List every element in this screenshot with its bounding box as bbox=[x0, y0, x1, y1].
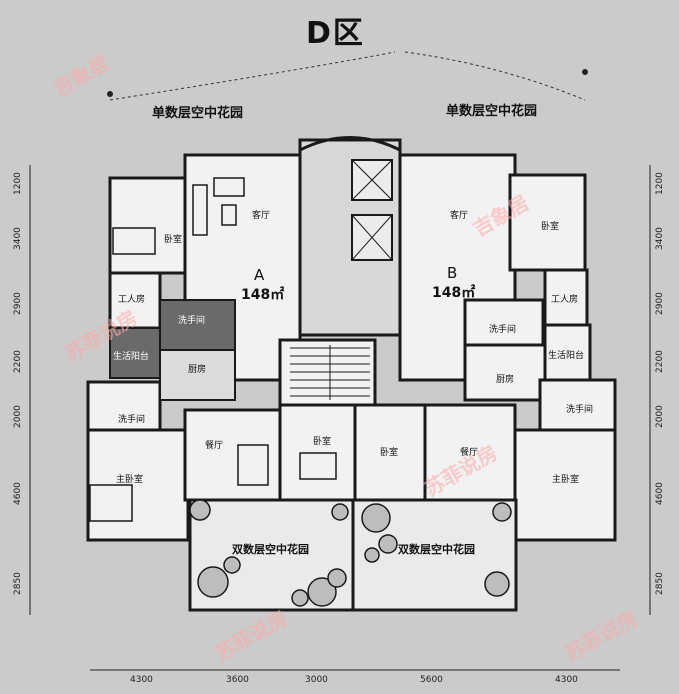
dim-bottom: 3600 bbox=[226, 675, 249, 685]
room-label: 厨房 bbox=[188, 365, 207, 375]
dim-left: 3400 bbox=[13, 227, 23, 250]
b-servant-room bbox=[543, 268, 589, 327]
room-label: 客厅 bbox=[450, 211, 469, 221]
zone-title: D区 bbox=[306, 16, 365, 51]
room-label: 洗手间 bbox=[178, 316, 206, 326]
unit-a-letter: A bbox=[254, 266, 265, 284]
dim-left: 2000 bbox=[13, 405, 23, 428]
b-bedroom-room bbox=[508, 173, 587, 272]
room-label: 洗手间 bbox=[118, 415, 146, 425]
b-master-room bbox=[513, 428, 617, 542]
dim-left: 2200 bbox=[13, 350, 23, 373]
room-label: 主卧室 bbox=[552, 475, 580, 485]
dim-right: 2900 bbox=[655, 292, 665, 315]
b-kitchen-room bbox=[463, 343, 547, 402]
dim-bottom: 5600 bbox=[420, 675, 443, 685]
garden-label-bottom-right: 双数层空中花园 bbox=[398, 543, 475, 556]
b-wash1-room bbox=[463, 298, 545, 347]
dim-right: 1200 bbox=[655, 172, 665, 195]
dim-left: 1200 bbox=[13, 172, 23, 195]
room-label: 洗手间 bbox=[566, 405, 594, 415]
unit-a-area: 148㎡ bbox=[241, 287, 285, 303]
garden-arc-left bbox=[109, 51, 396, 101]
dim-right: 3400 bbox=[655, 227, 665, 250]
room-label: 卧室 bbox=[164, 235, 183, 245]
dim-right: 2000 bbox=[655, 405, 665, 428]
dim-bottom: 4300 bbox=[555, 675, 578, 685]
a-dining-room bbox=[183, 408, 287, 502]
room-label: 客厅 bbox=[252, 211, 271, 221]
b-wash2-room bbox=[538, 378, 617, 432]
b-dining-room bbox=[423, 403, 517, 502]
room-label: 工人房 bbox=[118, 295, 146, 305]
room-label: 生活阳台 bbox=[113, 352, 150, 362]
a-bedroom-room bbox=[108, 176, 192, 275]
dim-right: 4600 bbox=[655, 482, 665, 505]
dim-left: 2850 bbox=[13, 572, 23, 595]
dim-bottom: 3000 bbox=[305, 675, 328, 685]
room-label: 工人房 bbox=[551, 295, 579, 305]
unit-b-letter: B bbox=[447, 264, 458, 282]
a-utility-shaded bbox=[109, 327, 161, 379]
unit-b-area: 148㎡ bbox=[432, 285, 476, 301]
room-label: 卧室 bbox=[380, 448, 399, 458]
garden-label-top-right: 单数层空中花园 bbox=[446, 104, 538, 119]
dim-right: 2850 bbox=[655, 572, 665, 595]
room-label: 卧室 bbox=[541, 222, 560, 232]
b-utility-room bbox=[543, 323, 592, 382]
room-label: 洗手间 bbox=[489, 325, 517, 335]
dim-left: 2900 bbox=[13, 292, 23, 315]
garden-label-bottom-left: 双数层空中花园 bbox=[232, 543, 309, 556]
dim-right: 2200 bbox=[655, 350, 665, 373]
dim-bottom: 4300 bbox=[130, 675, 153, 685]
garden-label-top-left: 单数层空中花园 bbox=[152, 106, 244, 121]
a-wash1-shaded bbox=[159, 299, 236, 351]
room-label: 餐厅 bbox=[205, 441, 224, 451]
room-label: 生活阳台 bbox=[548, 351, 585, 361]
a-kitchen-room bbox=[159, 349, 236, 401]
room-label: 厨房 bbox=[496, 375, 515, 385]
room-label: 卧室 bbox=[313, 437, 332, 447]
room-label: 主卧室 bbox=[116, 475, 144, 485]
dim-left: 4600 bbox=[13, 482, 23, 505]
room-label: 餐厅 bbox=[460, 448, 479, 458]
garden-arc-right bbox=[404, 51, 586, 101]
